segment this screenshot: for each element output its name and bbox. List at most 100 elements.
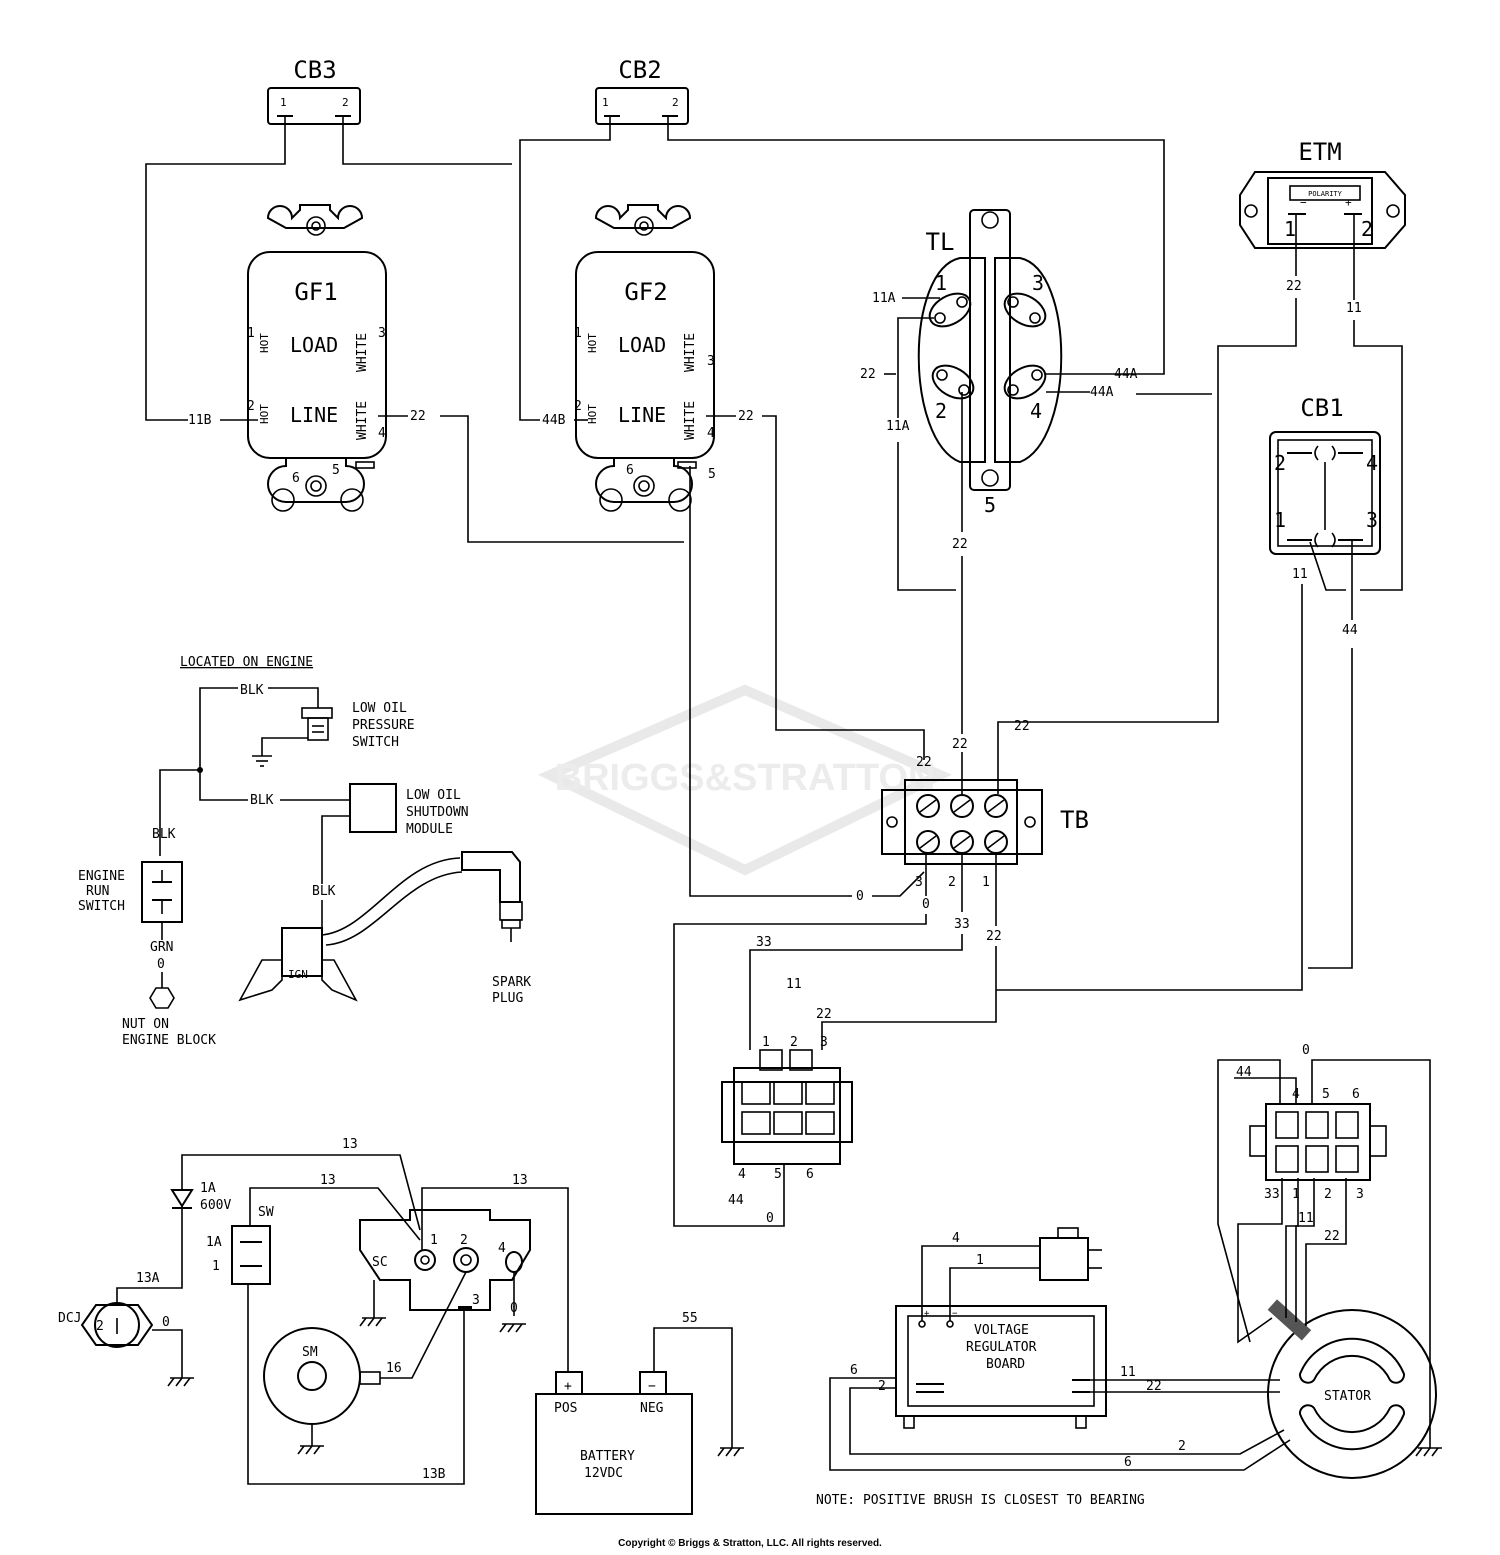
svg-text:3: 3: [1032, 271, 1044, 295]
svg-text:DCJ: DCJ: [58, 1311, 81, 1326]
svg-text:SHUTDOWN: SHUTDOWN: [406, 805, 469, 820]
svg-text:5: 5: [708, 467, 716, 482]
etm-meter: ETM POLARITY − + 1 2: [1239, 138, 1406, 249]
svg-text:1: 1: [1284, 217, 1296, 241]
svg-text:11A: 11A: [886, 419, 910, 434]
tl-twistlock-receptacle: TL 1 2 3 4 5: [917, 209, 1063, 517]
svg-text:6: 6: [850, 1363, 858, 1378]
svg-text:0: 0: [856, 889, 864, 904]
svg-text:+: +: [1345, 196, 1352, 209]
svg-text:6: 6: [292, 471, 300, 486]
regulator-stator-section: VOLTAGE REGULATOR BOARD + − 4 1 STATOR 1…: [816, 1043, 1442, 1508]
gf1-receptacle: GF1 LOAD LINE HOT HOT WHITE WHITE 1 2 3 …: [247, 204, 387, 512]
svg-text:12VDC: 12VDC: [584, 1466, 623, 1481]
svg-text:0: 0: [510, 1301, 518, 1316]
svg-text:3: 3: [1356, 1187, 1364, 1202]
svg-text:2: 2: [574, 399, 582, 414]
svg-text:HOT: HOT: [586, 404, 599, 424]
svg-text:13A: 13A: [136, 1271, 160, 1286]
svg-text:1: 1: [976, 1253, 984, 1268]
svg-text:11: 11: [786, 977, 802, 992]
svg-text:1: 1: [280, 96, 287, 109]
svg-text:BLK: BLK: [250, 793, 274, 808]
svg-text:SM: SM: [302, 1345, 318, 1360]
svg-text:5: 5: [332, 463, 340, 478]
svg-text:1A: 1A: [206, 1235, 222, 1250]
svg-text:44A: 44A: [1090, 385, 1114, 400]
svg-text:11: 11: [1120, 1365, 1136, 1380]
svg-text:0: 0: [157, 957, 165, 972]
svg-text:1A: 1A: [200, 1181, 216, 1196]
svg-text:5: 5: [1322, 1087, 1330, 1102]
svg-text:CB2: CB2: [618, 56, 661, 84]
svg-text:NEG: NEG: [640, 1401, 664, 1416]
svg-text:44B: 44B: [542, 413, 566, 428]
svg-text:2: 2: [672, 96, 679, 109]
svg-text:44: 44: [1236, 1065, 1252, 1080]
watermark: BRIGGS&STRATTON: [538, 684, 952, 876]
engine-section: LOCATED ON ENGINE BLK LOW OIL PRESSURE S…: [78, 655, 531, 1048]
svg-text:16: 16: [386, 1361, 402, 1376]
svg-text:11: 11: [1346, 301, 1362, 316]
svg-text:33: 33: [1264, 1187, 1280, 1202]
gf2-receptacle: GF2 LOAD LINE HOT HOT WHITE WHITE 1 2 3 …: [574, 204, 716, 512]
svg-text:22: 22: [1324, 1229, 1340, 1244]
svg-text:BLK: BLK: [312, 884, 336, 899]
svg-text:22: 22: [1146, 1379, 1162, 1394]
svg-text:22: 22: [952, 537, 968, 552]
svg-text:2: 2: [1361, 217, 1373, 241]
svg-text:22: 22: [1286, 279, 1302, 294]
svg-text:SC: SC: [372, 1255, 388, 1270]
svg-text:2: 2: [342, 96, 349, 109]
svg-text:WHITE: WHITE: [355, 333, 370, 372]
svg-text:ENGINE BLOCK: ENGINE BLOCK: [122, 1033, 216, 1048]
svg-text:REGULATOR: REGULATOR: [966, 1340, 1037, 1355]
svg-text:HOT: HOT: [258, 333, 271, 353]
svg-text:22: 22: [738, 409, 754, 424]
svg-text:2: 2: [935, 399, 947, 423]
copyright-notice: Copyright © Briggs & Stratton, LLC. All …: [618, 1538, 882, 1549]
svg-text:SWITCH: SWITCH: [78, 899, 125, 914]
svg-text:NUT ON: NUT ON: [122, 1017, 169, 1032]
svg-text:MODULE: MODULE: [406, 822, 453, 837]
svg-text:0: 0: [922, 897, 930, 912]
svg-text:2: 2: [948, 875, 956, 890]
svg-text:PRESSURE: PRESSURE: [352, 718, 415, 733]
svg-text:44: 44: [728, 1193, 744, 1208]
svg-text:11B: 11B: [188, 413, 212, 428]
svg-text:ETM: ETM: [1298, 138, 1341, 166]
svg-text:4: 4: [707, 426, 715, 441]
svg-text:0: 0: [766, 1211, 774, 1226]
svg-text:LOW OIL: LOW OIL: [352, 701, 407, 716]
svg-text:4: 4: [1030, 399, 1042, 423]
svg-text:1: 1: [602, 96, 609, 109]
svg-text:WHITE: WHITE: [683, 401, 698, 440]
svg-text:22: 22: [816, 1007, 832, 1022]
svg-text:22: 22: [1014, 719, 1030, 734]
svg-text:VOLTAGE: VOLTAGE: [974, 1323, 1029, 1338]
svg-text:6: 6: [1352, 1087, 1360, 1102]
svg-text:LOAD: LOAD: [618, 333, 666, 357]
svg-text:−: −: [648, 1379, 656, 1394]
svg-text:22: 22: [986, 929, 1002, 944]
svg-text:1: 1: [574, 326, 582, 341]
main-wiring: 11B 11A 44B 44A 44A 22 22 22 0 11A: [145, 116, 1403, 1227]
svg-text:POS: POS: [554, 1401, 577, 1416]
svg-text:6: 6: [626, 463, 634, 478]
cb2-breaker: CB2 1 2: [595, 56, 689, 125]
svg-text:1: 1: [247, 326, 255, 341]
svg-text:5: 5: [984, 493, 996, 517]
svg-text:44: 44: [1342, 623, 1358, 638]
svg-text:1: 1: [762, 1035, 770, 1050]
svg-text:600V: 600V: [200, 1198, 231, 1213]
svg-text:CB1: CB1: [1300, 394, 1343, 422]
svg-text:3: 3: [820, 1035, 828, 1050]
svg-text:+: +: [924, 1309, 930, 1319]
svg-text:1: 1: [1274, 508, 1286, 532]
svg-text:11: 11: [1292, 567, 1308, 582]
svg-text:0: 0: [1302, 1043, 1310, 1058]
svg-text:1: 1: [935, 271, 947, 295]
svg-text:GRN: GRN: [150, 940, 173, 955]
svg-text:RUN: RUN: [86, 884, 109, 899]
